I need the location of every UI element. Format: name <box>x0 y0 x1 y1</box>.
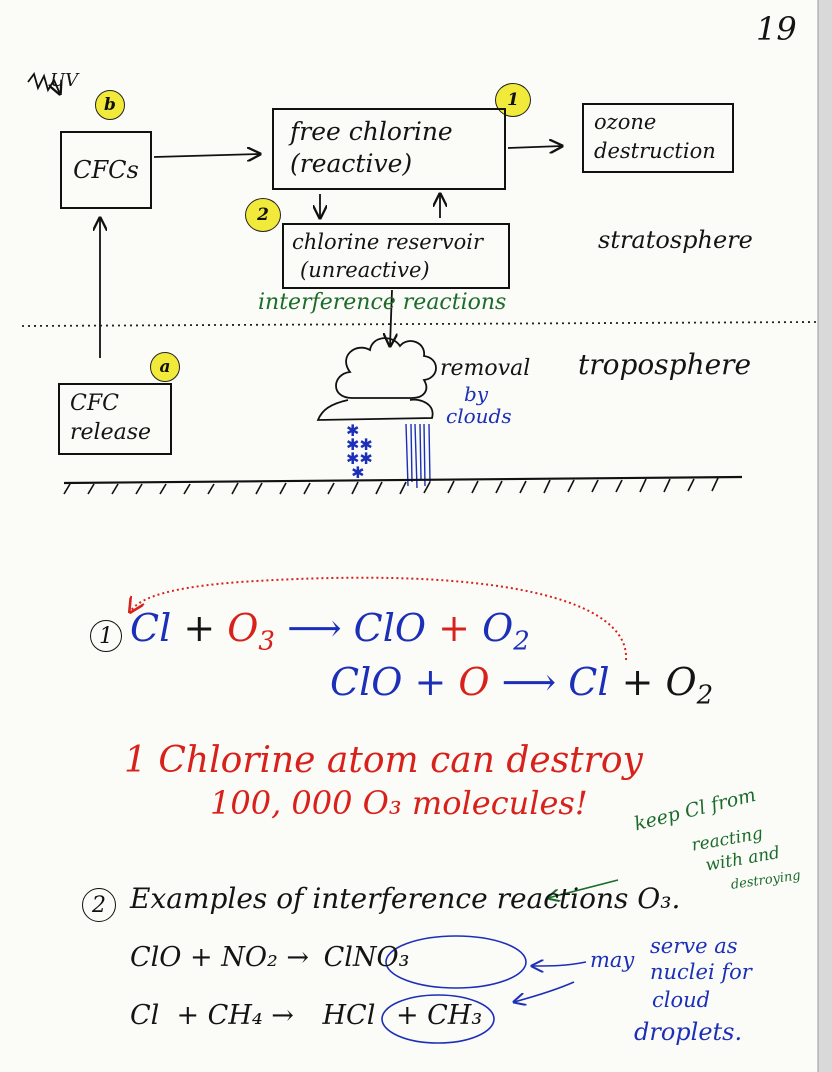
chlorine-reservoir-box: chlorine reservoir (unreactive) <box>282 223 510 289</box>
eq1-cl: Cl <box>130 606 172 650</box>
ground-line <box>63 475 743 485</box>
by-label: by <box>464 382 489 406</box>
may-arrow-2 <box>514 981 575 1002</box>
arrow-reservoir-to-clouds <box>390 289 392 346</box>
uv-label: UV <box>50 70 79 91</box>
cloud-icon <box>335 337 437 399</box>
badge-b: b <box>95 90 125 120</box>
troposphere-label: troposphere <box>578 348 752 381</box>
ozone-line1: ozone <box>594 110 657 134</box>
eq2-clo: ClO <box>330 660 403 704</box>
eq2-arrow: ⟶ <box>501 660 557 704</box>
nuclei-note-line4: droplets. <box>634 1018 743 1046</box>
statement-line1: 1 Chlorine atom can destroy <box>124 740 643 781</box>
nuclei-note-line3: cloud <box>652 988 711 1012</box>
eq2-o2: O2 <box>665 660 714 711</box>
ground-hatching <box>63 477 719 495</box>
stratosphere-label: stratosphere <box>598 226 753 254</box>
eq1-plus2: + <box>438 606 470 650</box>
section1-marker: 1 <box>90 620 122 652</box>
cfcs-label: CFCs <box>73 156 139 184</box>
release-line2: release <box>70 420 152 445</box>
equation-2: ClO + O ⟶ Cl + O2 <box>330 660 713 711</box>
clouds-label: clouds <box>446 404 512 428</box>
section2-heading: Examples of interference reactions O₃. <box>130 882 681 915</box>
eq2-plus1: + <box>414 660 447 704</box>
ozone-line2: destruction <box>594 139 716 163</box>
section2-marker: 2 <box>82 888 116 922</box>
equation-1: Cl + O3 ⟶ ClO + O2 <box>130 606 530 657</box>
page-number: 19 <box>756 10 797 48</box>
interference-eq2-product: HCl <box>322 1000 376 1031</box>
hcl-circle <box>381 994 495 1044</box>
interference-eq1: ClO + NO₂ → ClNO₃ <box>130 942 410 973</box>
eq1-o3: O3 <box>227 606 275 657</box>
badge-1: 1 <box>495 83 531 117</box>
cfc-release-box: CFC release <box>58 383 172 455</box>
snow-icon: ✱✱✱✱✱ ✱ <box>346 421 373 482</box>
may-arrow-1 <box>532 962 587 966</box>
eq1-clo: ClO <box>353 606 427 650</box>
badge-2: 2 <box>245 198 281 232</box>
removal-label: removal <box>440 356 531 381</box>
eq2-o: O <box>458 660 490 704</box>
free-chlorine-line2: (reactive) <box>290 149 413 178</box>
nuclei-note-line1: serve as <box>650 934 738 958</box>
eq1-o2: O2 <box>482 606 530 657</box>
interference-reactions-label: interference reactions <box>258 290 507 315</box>
statement-line2: 100, 000 O₃ molecules! <box>210 784 588 822</box>
nuclei-note-line2: nuclei for <box>650 960 752 984</box>
eq2-cl: Cl <box>568 660 610 704</box>
arrow-chlorine-to-ozone <box>507 146 562 148</box>
may-label: may <box>590 948 635 972</box>
badge-a: a <box>150 352 180 382</box>
cfcs-box: CFCs <box>60 131 152 209</box>
ozone-destruction-box: ozone destruction <box>582 103 734 173</box>
release-line1: CFC <box>70 391 119 416</box>
eq1-plus1: + <box>183 606 216 650</box>
interference-eq1-product: ClNO₃ <box>323 942 410 973</box>
rain-lines <box>405 423 431 489</box>
reservoir-line2: (unreactive) <box>300 258 430 282</box>
uv-zigzag <box>27 72 60 94</box>
clno3-circle <box>385 935 527 989</box>
cloud-base <box>316 398 434 421</box>
interference-eq2: Cl + CH₄ → HCl + CH₃ <box>130 1000 482 1031</box>
eq1-arrow: ⟶ <box>287 606 342 650</box>
interference-eq2-lhs: Cl + CH₄ → <box>130 1000 294 1031</box>
reservoir-line1: chlorine reservoir <box>292 230 483 254</box>
interference-eq1-lhs: ClO + NO₂ → <box>130 942 310 973</box>
arrow-cfcs-to-chlorine <box>153 154 260 157</box>
note-arrow <box>548 879 619 898</box>
page-edge <box>818 0 832 1072</box>
cycle-curve <box>130 576 628 661</box>
eq2-plus2: + <box>621 660 654 704</box>
free-chlorine-line1: free chlorine <box>290 117 453 146</box>
free-chlorine-box: free chlorine (reactive) <box>272 108 506 190</box>
tropopause-line <box>21 321 819 327</box>
interference-eq2-rhs: + CH₃ <box>395 1000 483 1031</box>
